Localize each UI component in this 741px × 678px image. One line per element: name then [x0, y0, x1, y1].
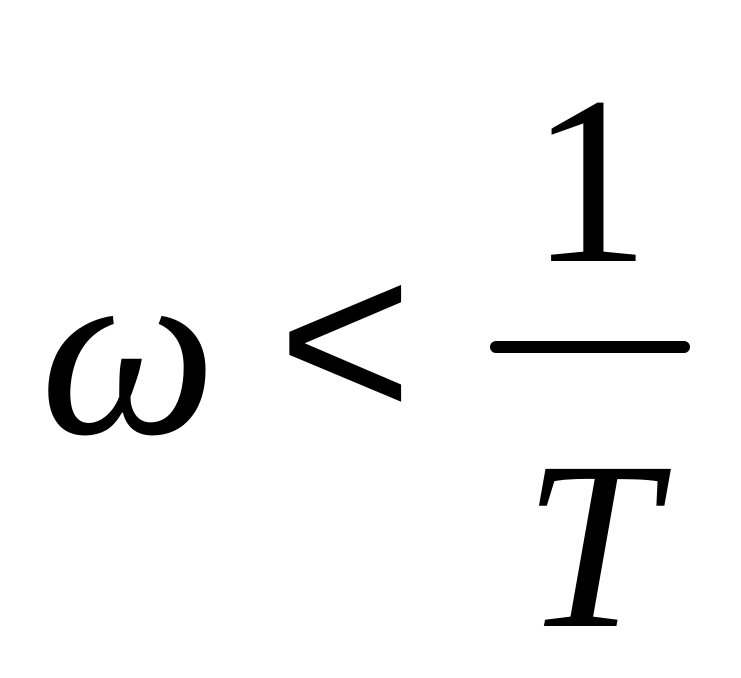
omega-symbol: ω	[40, 211, 217, 488]
fraction-bar	[490, 341, 690, 353]
fraction-denominator: T	[523, 412, 657, 678]
fraction: 1 T	[490, 47, 690, 665]
fraction-numerator: 1	[530, 47, 650, 313]
less-than-sign: <	[278, 211, 413, 468]
